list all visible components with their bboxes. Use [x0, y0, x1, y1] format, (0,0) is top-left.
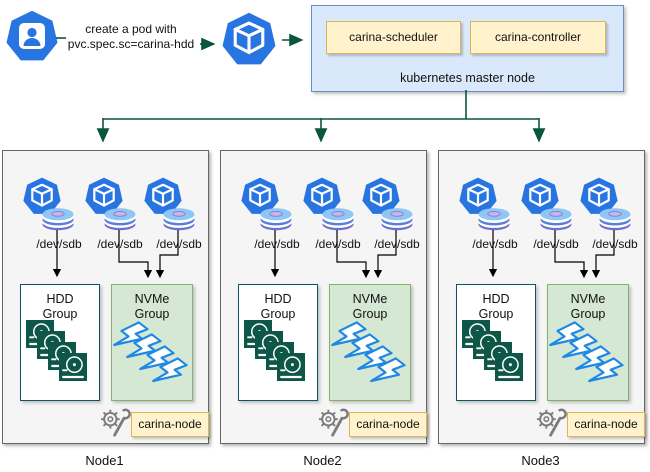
request-label: create a pod with pvc.spec.sc=carina-hdd: [60, 22, 202, 51]
pod-with-disk: [521, 177, 573, 231]
disk-stack-icon: [477, 205, 511, 231]
hdd-disk-cluster: [462, 320, 523, 381]
hdd-group-box: HDD Group: [238, 284, 318, 401]
kubernetes-master-node-box: carina-scheduler carina-controller kuber…: [311, 5, 624, 92]
hdd-group-label: HDD Group: [260, 292, 296, 321]
carina-scheduler-box: carina-scheduler: [326, 21, 461, 54]
device-label: /dev/sdb: [374, 237, 420, 251]
nvme-group-label: NVMe Group: [570, 292, 606, 321]
nvme-group-label: NVMe Group: [134, 292, 170, 321]
disk-stack-icon: [539, 205, 573, 231]
user-icon: [6, 10, 58, 62]
hdd-disk-cluster: [26, 320, 87, 381]
node-label: Node1: [85, 453, 124, 468]
hdd-disk-icon: [59, 353, 87, 381]
hdd-group-box: HDD Group: [456, 284, 536, 401]
nvme-group-box: NVMe Group: [329, 284, 411, 401]
device-label: /dev/sdb: [592, 237, 638, 251]
worker-node-3-box: /dev/sdb /dev/sdb /dev/sdb HDD Group NVM…: [438, 150, 645, 444]
disk-stack-icon: [103, 205, 137, 231]
carina-node-badge: carina-node: [349, 412, 427, 437]
nvme-group-label: NVMe Group: [352, 292, 388, 321]
disk-stack-icon: [598, 205, 632, 231]
disk-stack-icon: [321, 205, 355, 231]
pod-with-disk: [580, 177, 632, 231]
disk-stack-icon: [162, 205, 196, 231]
carina-node-badge: carina-node: [567, 412, 645, 437]
nvme-group-box: NVMe Group: [111, 284, 193, 401]
node-label: Node2: [303, 453, 342, 468]
pod-with-disk: [23, 177, 75, 231]
device-label: /dev/sdb: [472, 237, 518, 251]
carina-node-badge: carina-node: [131, 412, 209, 437]
gear-wrench-icon: [100, 406, 132, 438]
nvme-group-box: NVMe Group: [547, 284, 629, 401]
device-label: /dev/sdb: [533, 237, 579, 251]
pod-with-disk: [303, 177, 355, 231]
hdd-group-label: HDD Group: [478, 292, 514, 321]
request-line1: create a pod with: [85, 22, 177, 36]
pod-with-disk: [459, 177, 511, 231]
device-label: /dev/sdb: [315, 237, 361, 251]
device-label: /dev/sdb: [36, 237, 82, 251]
disk-stack-icon: [380, 205, 414, 231]
hdd-group-box: HDD Group: [20, 284, 100, 401]
hdd-disk-icon: [495, 353, 523, 381]
disk-stack-icon: [41, 205, 75, 231]
nvme-bolt-cluster: [112, 316, 189, 394]
worker-node-2-box: /dev/sdb /dev/sdb /dev/sdb HDD Group NVM…: [220, 150, 427, 444]
pod-with-disk: [85, 177, 137, 231]
gear-wrench-icon: [536, 406, 568, 438]
pod-with-disk: [241, 177, 293, 231]
master-node-title: kubernetes master node: [400, 71, 535, 85]
kubernetes-pod-icon: [222, 12, 276, 66]
device-label: /dev/sdb: [254, 237, 300, 251]
device-label: /dev/sdb: [156, 237, 202, 251]
node-label: Node3: [521, 453, 560, 468]
nvme-bolt-cluster: [548, 316, 625, 394]
nvme-bolt-cluster: [330, 316, 407, 394]
device-label: /dev/sdb: [97, 237, 143, 251]
hdd-disk-cluster: [244, 320, 305, 381]
pod-with-disk: [362, 177, 414, 231]
disk-stack-icon: [259, 205, 293, 231]
hdd-disk-icon: [277, 353, 305, 381]
gear-wrench-icon: [318, 406, 350, 438]
pod-with-disk: [144, 177, 196, 231]
carina-controller-box: carina-controller: [470, 21, 606, 54]
request-line2: pvc.spec.sc=carina-hdd: [67, 36, 195, 51]
hdd-group-label: HDD Group: [42, 292, 78, 321]
worker-node-1-box: /dev/sdb /dev/sdb /dev/sdb HDD Group NVM…: [2, 150, 209, 444]
